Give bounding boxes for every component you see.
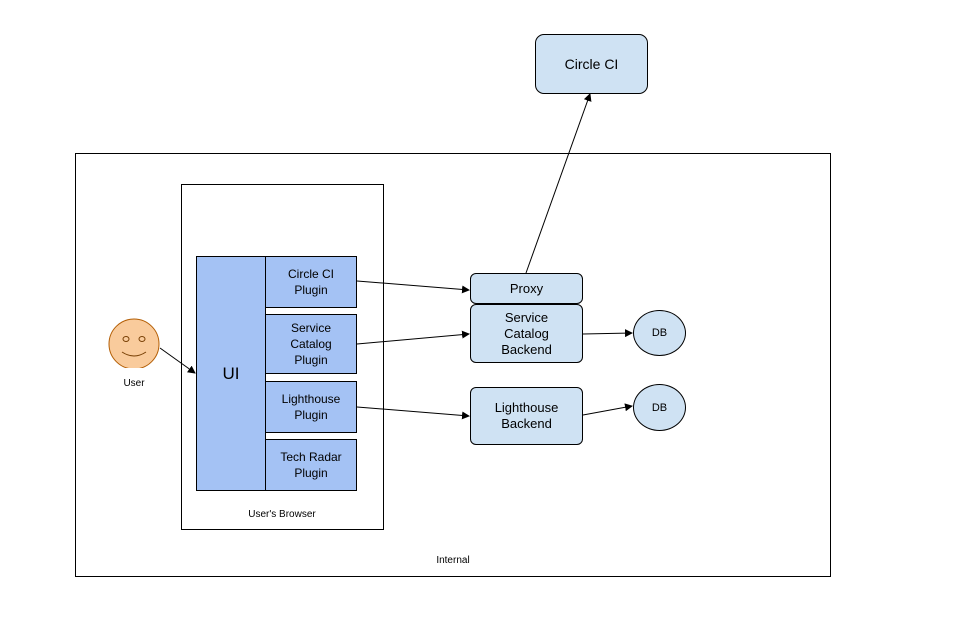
ui-node[interactable]: UI bbox=[196, 256, 266, 491]
circle-ci-node[interactable]: Circle CI bbox=[535, 34, 648, 94]
edge-lighthouse-plugin-backend bbox=[356, 406, 470, 420]
user-avatar-icon[interactable] bbox=[104, 318, 164, 368]
tech-radar-plugin-node[interactable]: Tech Radar Plugin bbox=[265, 439, 357, 491]
proxy-node[interactable]: Proxy bbox=[470, 273, 583, 304]
internal-label: Internal bbox=[436, 555, 470, 566]
edge-circleci-plugin-proxy bbox=[356, 280, 470, 294]
lighthouse-backend-node[interactable]: Lighthouse Backend bbox=[470, 387, 583, 445]
internal-boundary bbox=[75, 153, 831, 577]
lighthouse-plugin-node[interactable]: Lighthouse Plugin bbox=[265, 381, 357, 433]
user-label: User bbox=[123, 378, 145, 389]
service-catalog-backend-node[interactable]: Service Catalog Backend bbox=[470, 304, 583, 363]
db-node-2[interactable]: DB bbox=[633, 384, 686, 431]
browser-boundary bbox=[181, 184, 384, 530]
edge-user-ui bbox=[159, 347, 196, 374]
db-node-1[interactable]: DB bbox=[633, 310, 686, 356]
edge-proxy-circleci bbox=[525, 93, 592, 274]
browser-label: User's Browser bbox=[248, 509, 316, 520]
edge-catalog-backend-db bbox=[582, 329, 633, 338]
service-catalog-plugin-node[interactable]: Service Catalog Plugin bbox=[265, 314, 357, 374]
edge-catalog-plugin-backend bbox=[356, 330, 470, 345]
edge-lighthouse-backend-db bbox=[582, 403, 633, 416]
circle-ci-plugin-node[interactable]: Circle CI Plugin bbox=[265, 256, 357, 308]
